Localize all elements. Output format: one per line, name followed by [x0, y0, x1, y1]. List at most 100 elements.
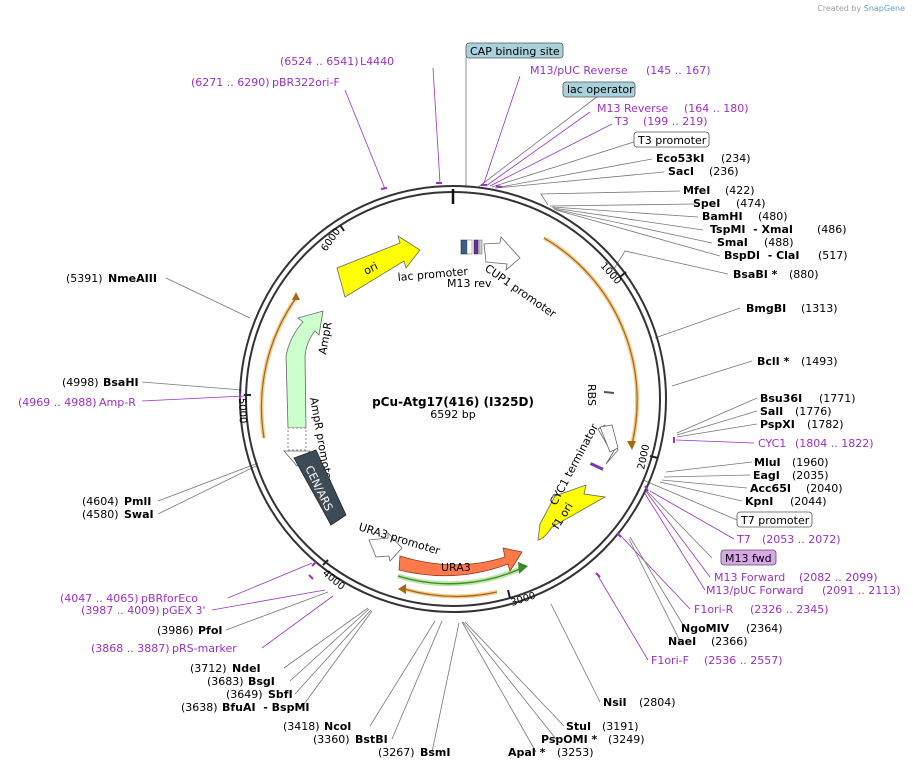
arc-arrowhead-bottom — [398, 584, 406, 594]
enzyme-name: BstBI — [355, 733, 388, 746]
ori-feature — [336, 235, 421, 298]
ampr-feature — [285, 310, 324, 429]
primer-pbr322ori-f-name: pBR322ori-F — [272, 76, 340, 89]
primer-prs-marker-range: (3868 .. 3887) — [91, 642, 170, 655]
enzyme-name: BclI * — [757, 355, 790, 368]
tick-3000: 3000 — [510, 591, 538, 609]
enzyme-labels-right: Eco53kI (234) SacI (236) MfeI (422) SpeI… — [508, 152, 856, 759]
primer-f1ori-f-range: (2536 .. 2557) — [704, 654, 783, 667]
m13-fwd-label: M13 fwd — [725, 552, 772, 565]
enzyme-pos: (480) — [758, 210, 788, 223]
primer-m13puc-reverse-name: M13/pUC Reverse — [530, 64, 628, 77]
orange-arcs — [260, 237, 638, 597]
primer-pgex3-range: (3987 .. 4009) — [81, 604, 160, 617]
primer-marks — [239, 182, 675, 580]
lac-operator-block — [478, 239, 483, 255]
leader-lines — [141, 57, 758, 753]
enzyme-name: PfoI — [198, 624, 223, 637]
enzyme-pos: (3418) — [283, 720, 320, 733]
primer-labels: (6524 .. 6541) L4440 (6271 .. 6290) pBR3… — [18, 55, 901, 667]
arc-arrowhead-right — [627, 441, 636, 450]
cyc1-primer-block — [589, 462, 604, 471]
enzyme-pos: (880) — [789, 268, 819, 281]
enzyme-name: SwaI — [124, 508, 154, 521]
enzyme-name: NmeAIII — [108, 272, 157, 285]
enzyme-name: PmlI — [124, 495, 151, 508]
enzyme-pos: (1771) — [819, 392, 856, 405]
enzyme-name: BfuAI - BspMI — [222, 701, 310, 714]
ura3-feature — [398, 547, 523, 577]
boxed-feature-m13-fwd: M13 fwd — [720, 549, 777, 566]
ura3-promoter-label: URA3 promoter — [357, 520, 442, 557]
enzyme-name: SmaI — [717, 236, 748, 249]
enzyme-pos: (3649) — [226, 688, 263, 701]
enzyme-name: NcoI — [324, 720, 351, 733]
enzyme-pos: (4604) — [82, 495, 119, 508]
cap-binding-block — [460, 239, 468, 255]
enzyme-pos: (2364) — [746, 622, 783, 635]
primer-m13-reverse-name: M13 Reverse — [597, 102, 668, 115]
enzyme-pos: (3986) — [157, 624, 194, 637]
enzyme-pos: (4998) — [62, 376, 99, 389]
boxed-feature-t7-promoter: T7 promoter — [736, 511, 813, 528]
tick-2000: 2000 — [636, 443, 652, 470]
primer-cyc1-range: (1804 .. 1822) — [795, 437, 874, 450]
enzyme-pos: (4580) — [82, 508, 119, 521]
primer-t3-range: (199 .. 219) — [643, 115, 708, 128]
enzyme-pos: (3267) — [378, 746, 415, 759]
ori-label: ori — [361, 260, 380, 278]
lac-promoter-label: lac promoter — [397, 265, 469, 284]
enzyme-name: SalI — [760, 405, 783, 418]
enzyme-name: EagI — [753, 469, 780, 482]
enzyme-pos: (2044) — [790, 495, 827, 508]
enzyme-pos: (3712) — [190, 662, 227, 675]
enzyme-pos: (486) — [817, 223, 847, 236]
cap-binding-site-label: CAP binding site — [470, 45, 560, 58]
enzyme-name: NgoMIV — [681, 622, 730, 635]
primer-pbrforeco-name: pBRforEco — [141, 592, 198, 605]
primer-m13-reverse-range: (164 .. 180) — [684, 102, 749, 115]
ampr-label: AmpR — [316, 321, 335, 356]
enzyme-pos: (1782) — [807, 418, 844, 431]
enzyme-name: Eco53kI — [656, 152, 704, 165]
enzyme-pos: (1313) — [801, 302, 838, 315]
enzyme-pos: (3253) — [557, 746, 594, 759]
ura3-label: URA3 — [441, 561, 471, 574]
ampr-promoter-feature — [287, 427, 307, 451]
enzyme-pos: (3638) — [181, 701, 218, 714]
primer-pbrforeco-range: (4047 .. 4065) — [60, 592, 139, 605]
enzyme-name: Bsu36I — [760, 392, 802, 405]
cup1-promoter-label: CUP1 promoter — [482, 262, 559, 321]
enzyme-pos: (3683) — [207, 675, 244, 688]
cup1-promoter-feature — [483, 236, 521, 272]
enzyme-name: BsmI — [420, 746, 451, 759]
boxed-feature-cap-binding-site: CAP binding site — [465, 42, 564, 59]
enzyme-pos: (1960) — [792, 456, 829, 469]
snapgene-credit: Created by SnapGene — [817, 4, 905, 13]
primer-pbr322ori-f-range: (6271 .. 6290) — [191, 76, 270, 89]
enzyme-name: ApaI * — [508, 746, 546, 759]
enzyme-pos: (3360) — [313, 733, 350, 746]
enzyme-pos: (517) — [818, 249, 848, 262]
primer-m13-forward-name: M13 Forward — [714, 571, 785, 584]
enzyme-pos: (234) — [721, 152, 751, 165]
boxed-feature-t3-promoter: T3 promoter — [633, 131, 710, 148]
tick-4000: 4000 — [320, 568, 347, 593]
enzyme-name: NdeI — [232, 662, 261, 675]
plasmid-size: 6592 bp — [430, 408, 475, 421]
enzyme-pos: (488) — [764, 236, 794, 249]
m13-rev-block — [473, 239, 479, 255]
enzyme-pos: (2035) — [792, 469, 829, 482]
enzyme-pos: (3191) — [602, 720, 639, 733]
tick-5000: 5000 — [236, 398, 248, 424]
enzyme-pos: (422) — [725, 184, 755, 197]
enzyme-pos: (2804) — [639, 696, 676, 709]
enzyme-pos: (3249) — [608, 733, 645, 746]
tick-marks — [244, 224, 659, 599]
enzyme-name: Acc65I — [750, 482, 791, 495]
lac-operator-label: lac operator — [567, 83, 634, 96]
enzyme-name: BsgI — [248, 675, 275, 688]
lac-promoter-block — [466, 239, 473, 255]
primer-f1ori-f-name: F1ori-F — [651, 654, 689, 667]
